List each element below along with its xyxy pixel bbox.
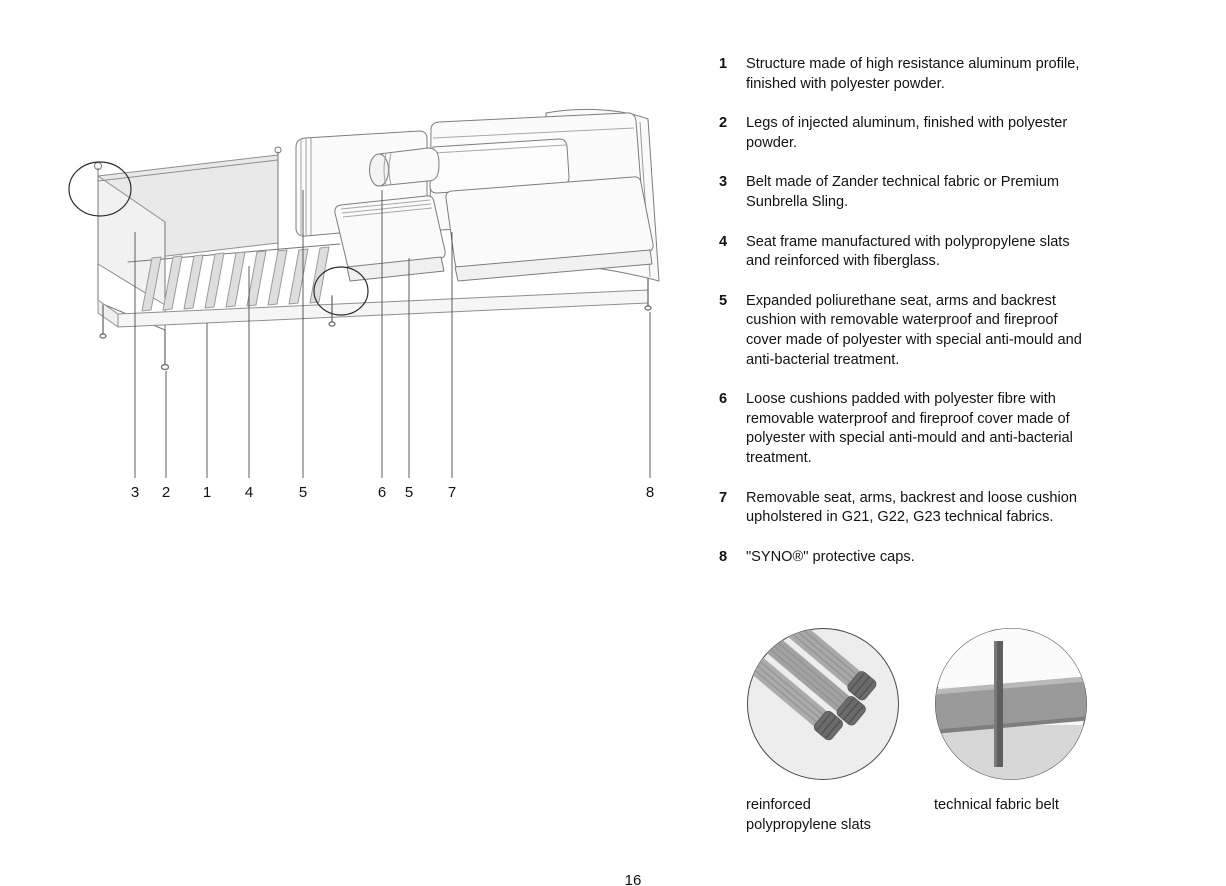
detail-caption-belt: technical fabric belt bbox=[934, 797, 1059, 813]
spec-item-number: 2 bbox=[719, 115, 728, 132]
callout-label: 7 bbox=[447, 484, 457, 501]
bolster-cushion bbox=[369, 147, 440, 187]
detail-caption-slats: reinforced polypropylene slats bbox=[746, 797, 871, 833]
spec-item-number: 3 bbox=[719, 174, 728, 191]
slats-detail-image bbox=[747, 628, 899, 780]
spec-item-number: 5 bbox=[719, 292, 728, 309]
annotation-circles bbox=[68, 161, 369, 316]
annotation-circle-slats bbox=[313, 266, 369, 316]
detail-figures: reinforced polypropylene slats technical… bbox=[746, 627, 1146, 857]
callout-label: 8 bbox=[645, 484, 655, 501]
spec-item: 6 Loose cushions padded with polyester f… bbox=[719, 390, 1101, 468]
spec-item: 3 Belt made of Zander technical fabric o… bbox=[719, 173, 1101, 212]
spec-item-number: 1 bbox=[719, 56, 728, 72]
spec-item-number: 6 bbox=[719, 391, 728, 408]
callout-label: 4 bbox=[244, 484, 254, 501]
spec-item-text: Belt made of Zander technical fabric or … bbox=[746, 174, 1060, 210]
page-number: 16 bbox=[624, 872, 642, 886]
spec-item-text: Expanded poliurethane seat, arms and bac… bbox=[746, 292, 1082, 368]
callout-label: 1 bbox=[202, 484, 212, 501]
spec-item-text: Seat frame manufactured with polypropyle… bbox=[746, 233, 1070, 270]
spec-item-text: Legs of injected aluminum, finished with… bbox=[746, 115, 1068, 151]
detail-photo-belt: technical fabric belt bbox=[934, 627, 1088, 816]
legs bbox=[99, 261, 652, 371]
spec-item-text: Loose cushions padded with polyester fib… bbox=[746, 391, 1073, 466]
spec-item: 5 Expanded poliurethane seat, arms and b… bbox=[719, 292, 1101, 370]
annotation-circle-cap bbox=[68, 161, 132, 217]
spec-item-text: "SYNO®" protective caps. bbox=[746, 548, 915, 565]
spec-item: 2 Legs of injected aluminum, finished wi… bbox=[719, 114, 1101, 153]
callout-lines bbox=[134, 190, 651, 478]
detail-photo-slats: reinforced polypropylene slats bbox=[746, 627, 900, 835]
spec-item: 8 "SYNO®" protective caps. bbox=[719, 548, 1101, 568]
callout-label: 5 bbox=[298, 484, 308, 501]
spec-item-number: 8 bbox=[719, 548, 728, 565]
spec-item: 1 Structure made of high resistance alum… bbox=[719, 55, 1101, 94]
spec-item-text: Structure made of high resistance alumin… bbox=[746, 56, 1080, 92]
callout-label: 6 bbox=[377, 484, 387, 501]
spec-list: 1 Structure made of high resistance alum… bbox=[719, 55, 1101, 587]
callout-label: 5 bbox=[404, 484, 414, 501]
product-diagram bbox=[0, 0, 700, 520]
spec-item: 7 Removable seat, arms, backrest and loo… bbox=[719, 489, 1101, 528]
belt-detail-image bbox=[935, 628, 1087, 780]
frame bbox=[94, 146, 649, 331]
spec-item-text: Removable seat, arms, backrest and loose… bbox=[746, 489, 1077, 526]
cushions bbox=[295, 108, 660, 282]
spec-item: 4 Seat frame manufactured with polypropy… bbox=[719, 233, 1101, 272]
callout-label: 3 bbox=[130, 484, 140, 501]
spec-item-number: 7 bbox=[719, 489, 728, 506]
sofa-sketch bbox=[68, 108, 660, 478]
spec-item-number: 4 bbox=[719, 233, 728, 250]
slats bbox=[141, 246, 330, 312]
callout-label: 2 bbox=[161, 484, 171, 501]
